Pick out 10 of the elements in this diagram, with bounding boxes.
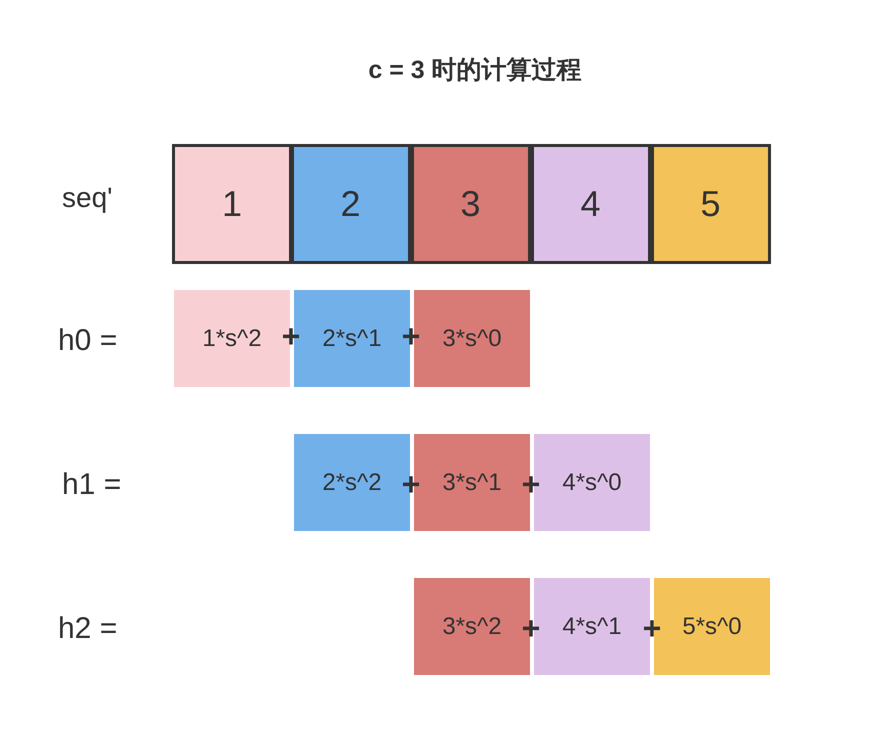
row-label: seq'	[62, 184, 112, 212]
sequence-cell: 3	[410, 144, 530, 264]
sequence-cell: 5	[650, 144, 770, 264]
sequence-cell: 2	[290, 144, 410, 264]
sequence-cell: 4	[530, 144, 650, 264]
row-label: h2 =	[58, 614, 118, 644]
title: c = 3 时的计算过程	[367, 58, 583, 83]
sequence-cell: 1	[172, 144, 292, 264]
row-label: h1 =	[62, 470, 122, 500]
row-label: h0 =	[58, 326, 118, 356]
